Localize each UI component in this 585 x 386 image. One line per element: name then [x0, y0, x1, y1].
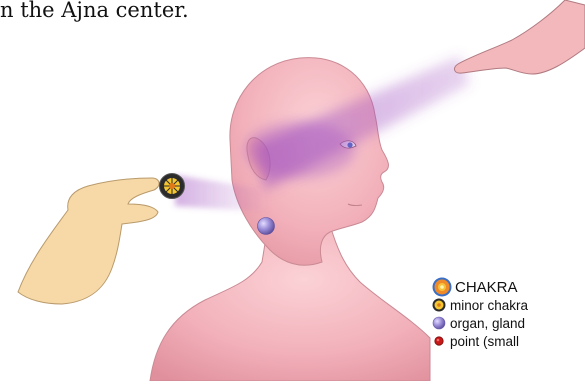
legend-label: CHAKRA	[455, 279, 518, 296]
organ-gland-icon	[432, 316, 446, 330]
legend-label: minor chakra	[450, 298, 528, 313]
right-hand	[455, 0, 585, 74]
caption-text: n the Ajna center.	[0, 0, 189, 22]
legend-item-point: point (small	[432, 332, 585, 350]
legend-item-chakra: CHAKRA	[432, 278, 585, 296]
minor-chakra-marker	[160, 174, 185, 199]
legend-label: organ, gland	[450, 316, 525, 331]
legend: CHAKRA minor chakra organ, gland point (…	[432, 278, 585, 350]
throat-organ	[258, 218, 275, 235]
chakra-icon	[432, 277, 452, 297]
minor-chakra-icon	[432, 298, 446, 312]
left-hand	[18, 178, 159, 304]
legend-item-minor-chakra: minor chakra	[432, 296, 585, 314]
legend-label: point (small	[450, 334, 519, 349]
point-icon	[432, 334, 446, 348]
legend-item-organ-gland: organ, gland	[432, 314, 585, 332]
